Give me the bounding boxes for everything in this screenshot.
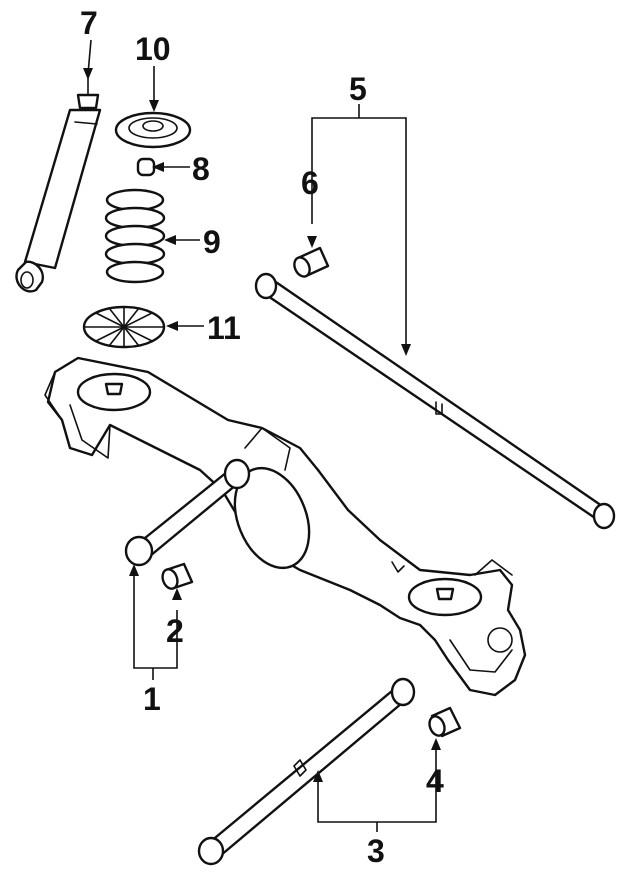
- shock-lower-eye: [15, 260, 44, 293]
- lateral-rod-left-eye: [254, 272, 278, 300]
- leader-1-bracket: [133, 574, 178, 669]
- callout-labels: 7 10 8 9 11 5 6 2 1 4 3: [80, 5, 444, 869]
- callout-7: 7: [80, 5, 98, 41]
- bushing-2-face: [161, 568, 179, 590]
- shock-absorber[interactable]: [15, 69, 102, 293]
- coil-5: [105, 260, 165, 284]
- upper-arm-rear-eye: [223, 458, 251, 490]
- arrow-9: [164, 235, 176, 245]
- housing-tab: [391, 561, 405, 573]
- leader-5-bracket: [311, 117, 407, 348]
- left-bracket: [69, 404, 111, 459]
- lower-arm-front-eye: [197, 836, 225, 866]
- lower-control-arm[interactable]: [197, 677, 416, 866]
- left-flange: [44, 371, 63, 421]
- lateral-rod-right-eye: [592, 502, 616, 530]
- shock-band: [74, 121, 98, 125]
- lower-arm-rear-eye: [390, 677, 416, 707]
- differential-cover: [233, 466, 311, 570]
- callout-11: 11: [207, 310, 241, 346]
- right-bracket: [449, 639, 513, 673]
- right-pad-boss: [435, 587, 455, 601]
- arrow-7: [83, 68, 93, 80]
- callout-4: 4: [426, 763, 444, 799]
- arrow-4: [431, 738, 441, 750]
- lateral-rod-tab: [435, 401, 443, 415]
- callout-1: 1: [143, 681, 161, 717]
- arrow-6: [307, 236, 317, 248]
- lower-arm-bar: [208, 684, 410, 858]
- callout-3: 3: [367, 833, 385, 869]
- callout-10: 10: [135, 31, 171, 67]
- arrow-11: [166, 321, 178, 331]
- callout-6: 6: [301, 165, 319, 201]
- lower-arm-tab: [293, 759, 307, 777]
- upper-control-arm[interactable]: [124, 458, 251, 567]
- bushing-4-face: [428, 715, 446, 737]
- arrow-5: [401, 344, 411, 356]
- lower-insulator[interactable]: [82, 305, 166, 349]
- seat-center: [142, 120, 164, 132]
- right-hub: [487, 627, 513, 653]
- arrow-10: [149, 100, 159, 112]
- bump-stop[interactable]: [136, 157, 156, 177]
- insulator-ribs: [83, 306, 165, 348]
- bushing-6-face: [293, 256, 311, 278]
- upper-arm-front-eye: [124, 535, 154, 567]
- lateral-rod[interactable]: [254, 272, 616, 530]
- seat-ring: [128, 117, 178, 139]
- diff-upper-flange: [244, 427, 291, 471]
- shock-eye-hole: [20, 271, 34, 289]
- rear-axle-housing: [44, 356, 527, 697]
- callout-2: 2: [166, 613, 184, 649]
- leaders: [83, 39, 441, 832]
- upper-spring-seat[interactable]: [114, 111, 192, 149]
- callout-5: 5: [349, 71, 367, 107]
- callout-8: 8: [192, 151, 210, 187]
- arrow-1: [129, 564, 139, 576]
- callout-9: 9: [203, 224, 221, 260]
- left-pad-boss: [104, 382, 124, 396]
- lower-arm-bushing[interactable]: [427, 706, 462, 738]
- coil-spring[interactable]: [104, 188, 166, 284]
- shock-top-cap: [76, 93, 100, 110]
- lateral-rod-bushing[interactable]: [291, 246, 330, 279]
- arrow-8: [152, 162, 164, 172]
- bump-stop-body: [136, 157, 156, 177]
- arrow-3: [313, 770, 323, 782]
- arrow-2: [172, 588, 182, 600]
- shock-body: [23, 108, 102, 270]
- upper-arm-bushing[interactable]: [160, 562, 194, 591]
- right-flange-top: [474, 559, 513, 576]
